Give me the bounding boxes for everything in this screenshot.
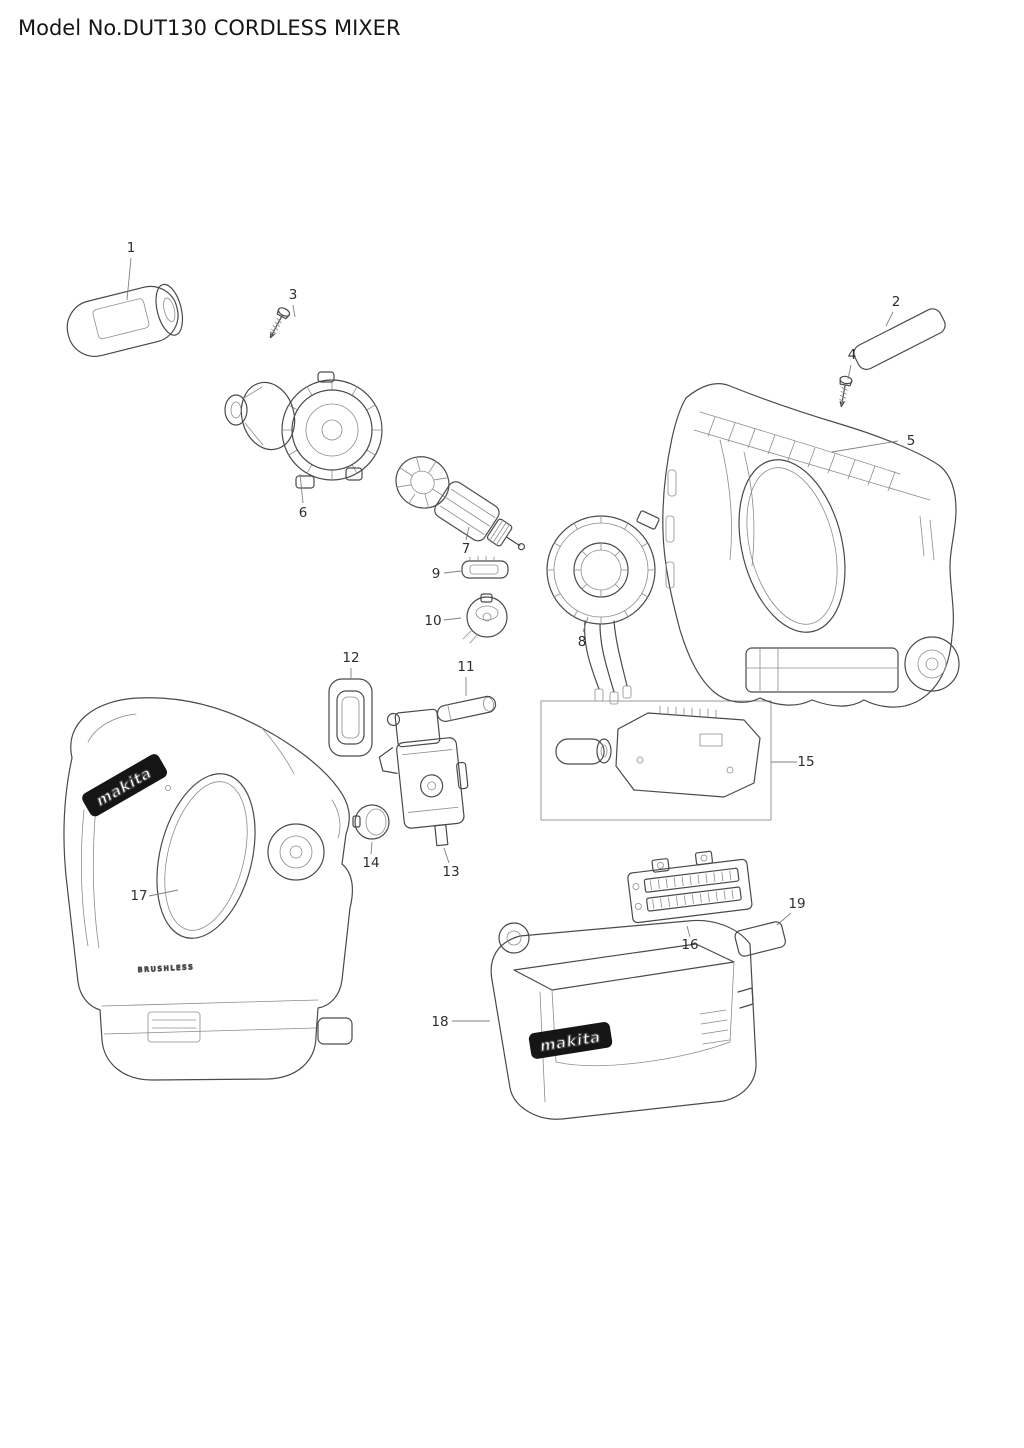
leader-line-10 <box>443 617 462 621</box>
makita-logo-body: makita <box>82 754 168 817</box>
part-label-5: 5 <box>907 433 916 449</box>
leader-line-3 <box>292 304 296 318</box>
part-drawing-13 <box>378 708 469 847</box>
leader-line-6 <box>299 473 304 504</box>
part-drawing-10 <box>462 593 508 644</box>
leader-line-4 <box>847 364 852 380</box>
part-label-16: 16 <box>681 937 698 953</box>
leader-line-17 <box>148 889 179 897</box>
part-label-15: 15 <box>797 754 814 770</box>
part-drawing-2 <box>853 308 946 370</box>
makita-logo-cover: makita <box>528 1022 613 1059</box>
part-label-9: 9 <box>432 566 441 582</box>
part-label-4: 4 <box>848 347 857 363</box>
part-drawing-4 <box>839 375 853 408</box>
part-drawing-15 <box>540 700 772 821</box>
part-drawing-8 <box>546 510 660 705</box>
part-label-2: 2 <box>892 294 901 310</box>
leader-line-9 <box>443 570 462 574</box>
part-label-8: 8 <box>578 634 587 650</box>
part-label-12: 12 <box>342 650 359 666</box>
part-label-13: 13 <box>442 864 459 880</box>
page-title: Model No.DUT130 CORDLESS MIXER <box>18 16 401 40</box>
leader-line-1 <box>126 257 132 301</box>
part-drawing-18: makita <box>490 919 757 1120</box>
part-label-18: 18 <box>431 1014 448 1030</box>
part-labels: 1 2 3 4 5 6 7 8 9 10 11 12 13 14 15 16 1… <box>127 240 916 1030</box>
part-label-7: 7 <box>462 541 471 557</box>
leader-line-5 <box>831 440 899 453</box>
part-label-1: 1 <box>127 240 136 256</box>
brushless-marking: BRUSHLESS <box>138 963 195 974</box>
leader-line-7 <box>465 526 470 541</box>
part-label-3: 3 <box>289 287 298 303</box>
part-drawing-11 <box>436 695 497 722</box>
part-label-17: 17 <box>130 888 147 904</box>
part-drawing-5 <box>662 383 960 708</box>
leader-lines <box>126 257 899 1022</box>
leader-line-13 <box>443 847 450 864</box>
leader-line-19 <box>776 912 792 926</box>
part-label-6: 6 <box>299 505 308 521</box>
leader-line-16 <box>686 925 691 938</box>
part-drawing-14 <box>352 804 390 840</box>
part-label-11: 11 <box>457 659 474 675</box>
part-drawing-6 <box>224 371 383 489</box>
part-drawing-9 <box>461 555 509 579</box>
part-drawing-1 <box>66 283 184 357</box>
part-drawing-12 <box>328 678 373 757</box>
leader-line-14 <box>370 841 373 855</box>
part-label-14: 14 <box>362 855 379 871</box>
part-drawing-16 <box>627 850 753 924</box>
part-drawing-19 <box>734 921 787 957</box>
part-drawing-7 <box>395 456 526 551</box>
leader-line-2 <box>885 311 894 327</box>
leader-line-8 <box>582 616 589 633</box>
part-drawing-17: makita BRUSHLESS <box>63 697 353 1081</box>
part-drawing-3 <box>269 307 291 339</box>
part-label-19: 19 <box>788 896 805 912</box>
part-label-10: 10 <box>424 613 441 629</box>
